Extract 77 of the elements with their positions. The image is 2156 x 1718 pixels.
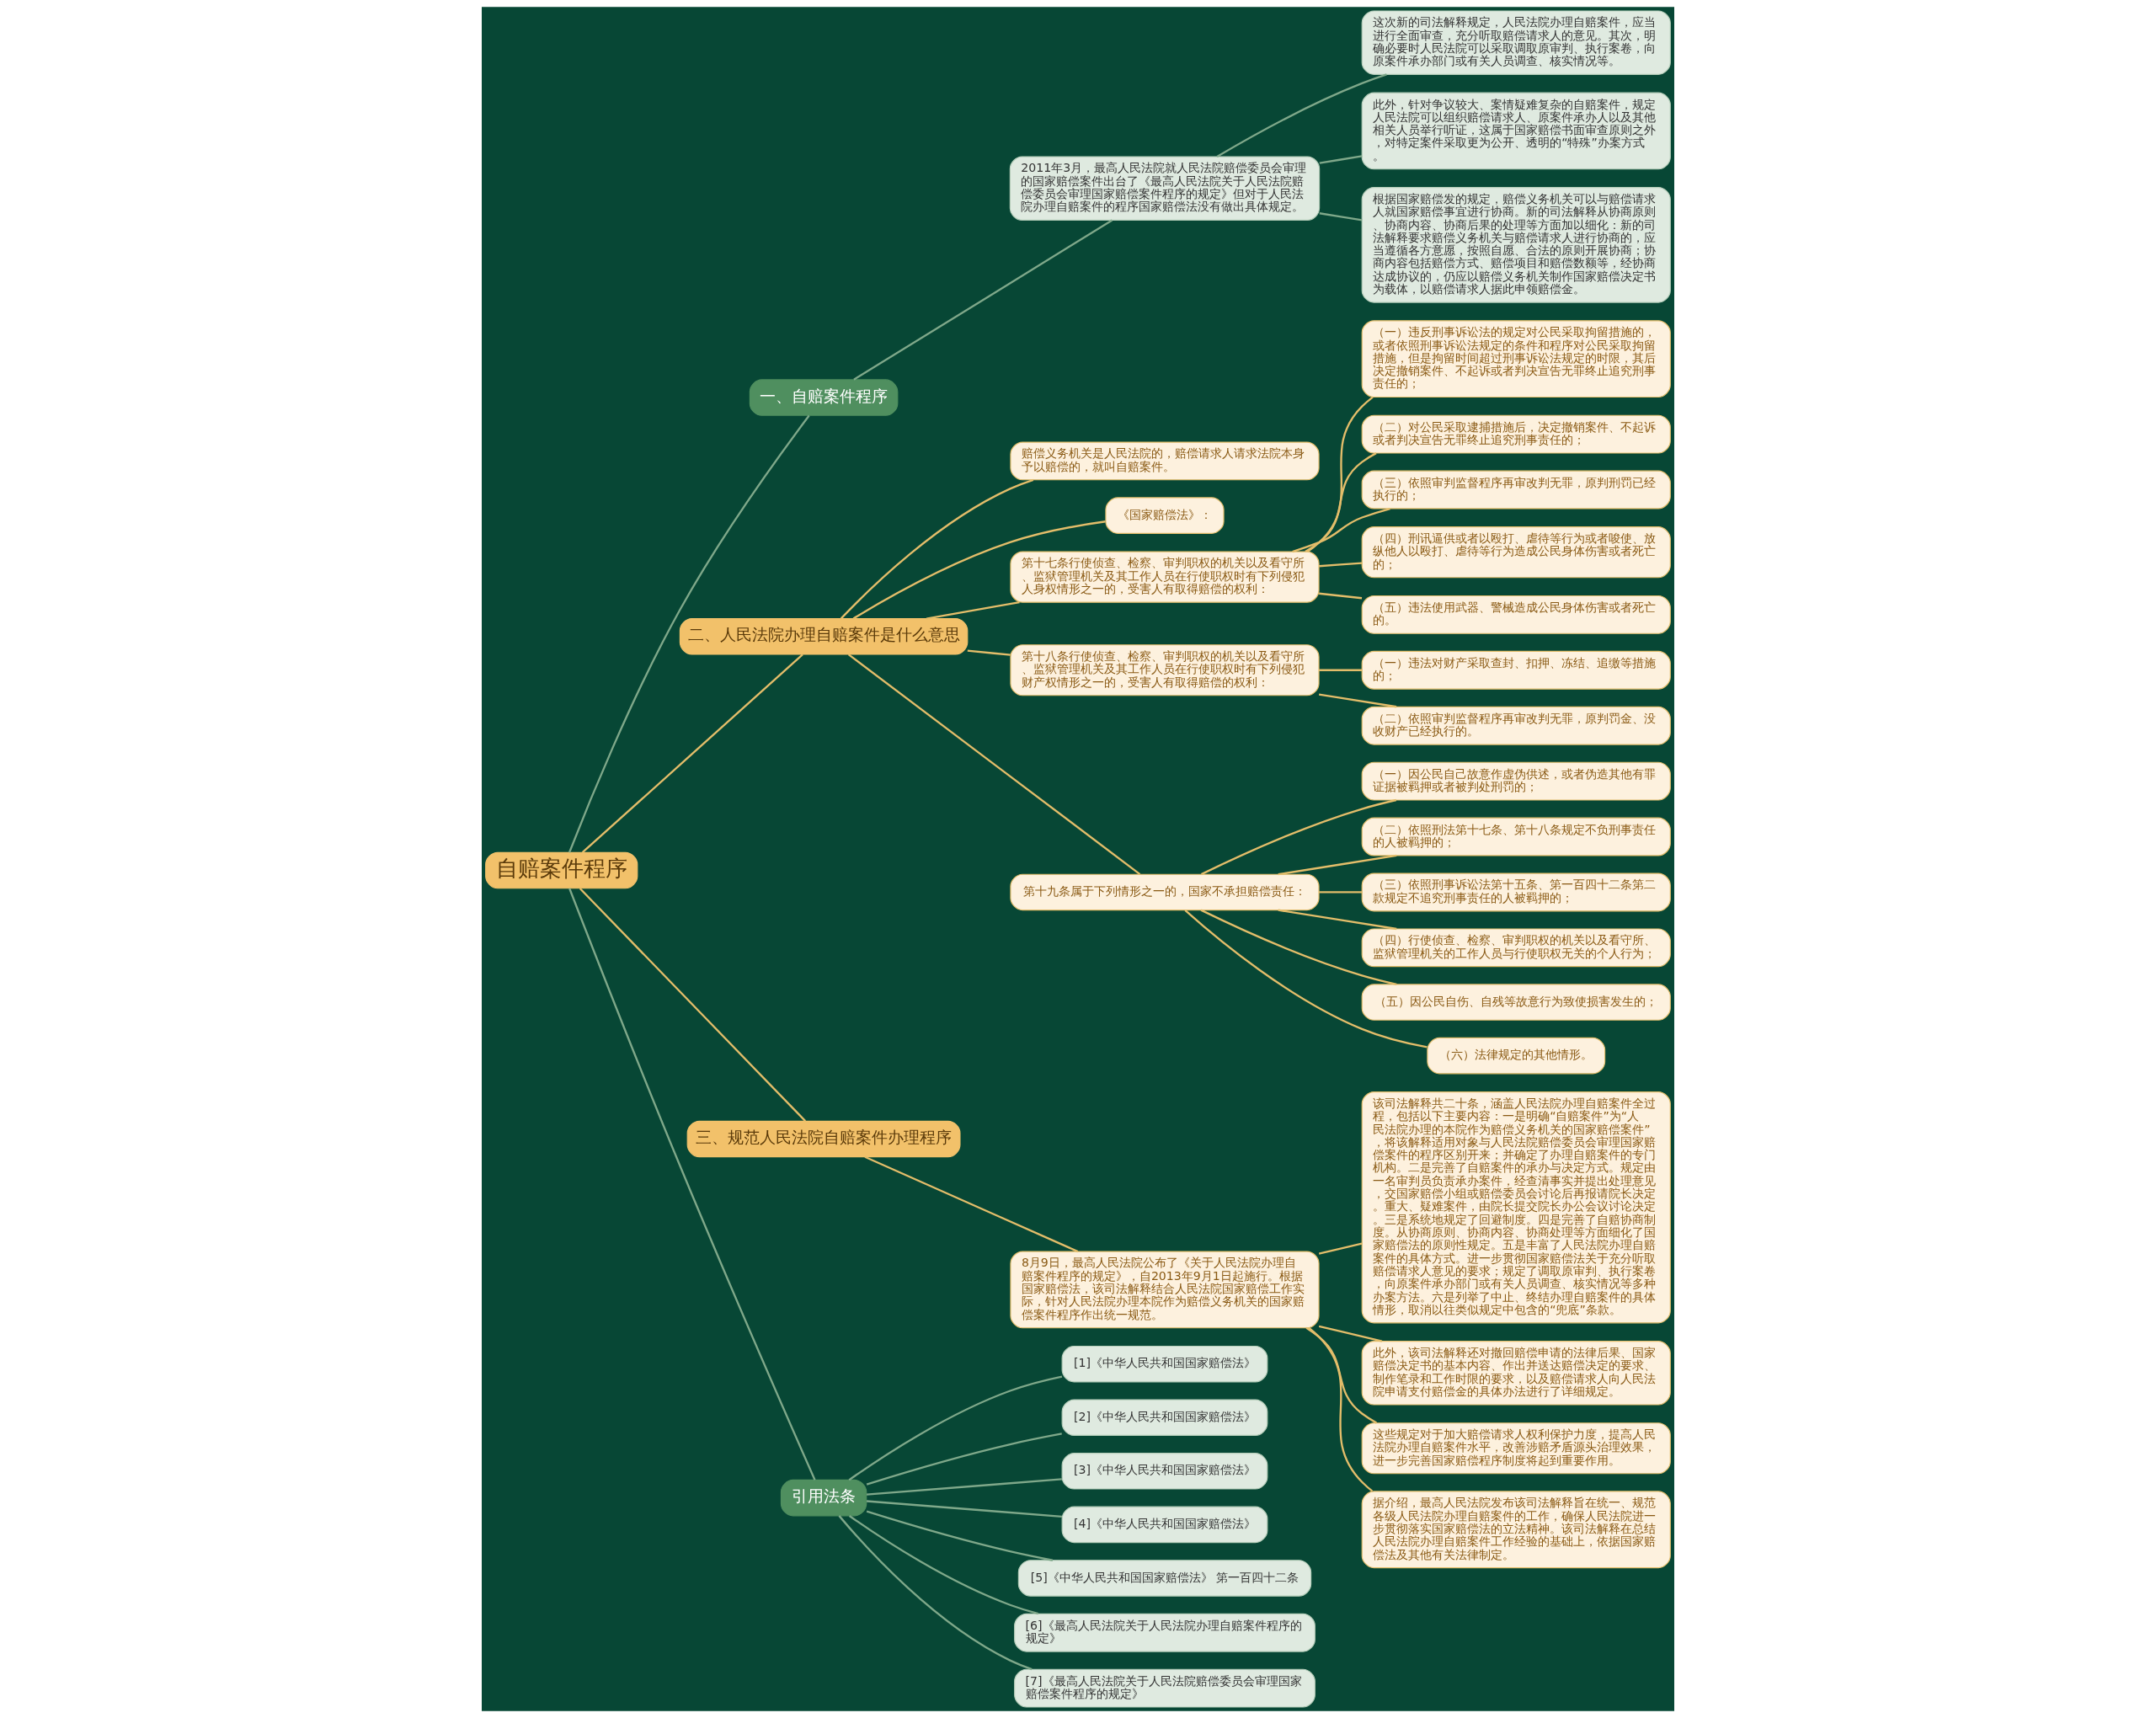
node-box: （六）法律规定的其他情形。 [1427, 1037, 1606, 1075]
node-box: 此外，针对争议较大、案情疑难复杂的自赔案件，规定人民法院可以组织赔偿请求人、原案件承办人以及其他相关人员举行听证，这属于国家赔偿书面审查原则之外，对特定案件采取更为公开、透明的“特殊”办案方式。 [1361, 92, 1671, 170]
connector [866, 1500, 1063, 1518]
connector [568, 414, 810, 853]
node-box: [7]《最高人民法院关于人民法院赔偿委员会审理国家赔偿案件程序的规定》 [1014, 1668, 1315, 1708]
connector [581, 654, 803, 854]
node-box: 自赔案件程序 [485, 851, 638, 889]
connector [1318, 1242, 1363, 1255]
node-box: 二、人民法院办理自赔案件是什么意思 [679, 617, 969, 655]
node-box: （二）依照刑法第十七条、第十八条规定不负刑事责任的人被羁押的； [1361, 817, 1671, 856]
node-box: （三）依照审判监督程序再审改判无罪，原判刑罚已经执行的； [1361, 470, 1671, 510]
node-box: 一、自赔案件程序 [749, 379, 899, 416]
node-box: （一）因公民自己故意作虚伪供述，或者伪造其他有罪证据被羁押或者被判处刑罚的； [1361, 761, 1671, 801]
node-box: 第十八条行使侦查、检察、审判职权的机关以及看守所、监狱管理机关及其工作人员在行使职权时有下列侵犯财产权情形之一的，受害人有取得赔偿的权利： [1010, 644, 1320, 696]
node-box: 第十九条属于下列情形之一的，国家不承担赔偿责任： [1010, 873, 1320, 911]
connector [848, 1515, 1039, 1615]
connector [1278, 854, 1397, 876]
connector [866, 1433, 1062, 1486]
node-box: （四）刑讯逼供或者以殴打、虐待等行为或者唆使、放纵他人以殴打、虐待等行为造成公民身体伤害或者死亡的； [1361, 526, 1671, 579]
connector [852, 520, 1106, 620]
connector [967, 649, 1011, 656]
connector [579, 888, 807, 1122]
node-box: [4]《中华人民共和国国家赔偿法》 [1061, 1506, 1268, 1544]
node-box: [1]《中华人民共和国国家赔偿法》 [1061, 1345, 1268, 1383]
connector [853, 219, 1113, 381]
connector [1201, 798, 1397, 876]
connector [926, 601, 1020, 620]
connector [840, 478, 1034, 620]
connector [1319, 155, 1363, 164]
connector [1308, 1327, 1374, 1492]
node-box: 赔偿义务机关是人民法院的，赔偿请求人请求法院本身予以赔偿的，就叫自赔案件。 [1010, 441, 1320, 481]
node-box: 引用法条 [780, 1479, 867, 1517]
connector [866, 1510, 1054, 1561]
connector [1216, 73, 1387, 158]
connector [1319, 669, 1362, 671]
connector [568, 888, 816, 1481]
node-box: 此外，该司法解释还对撤回赔偿申请的法律后果、国家赔偿决定书的基本内容、作出并送达赔偿决定的要求、制作笔录和工作时限的要求，以及赔偿请求人向人民法院申请支付赔偿金的具体办法进行了详细规定。 [1361, 1341, 1671, 1406]
node-box: 第十七条行使侦查、检察、审判职权的机关以及看守所、监狱管理机关及其工作人员在行使职权时有下列侵犯人身权情形之一的，受害人有取得赔偿的权利： [1010, 551, 1320, 603]
connector [1318, 693, 1397, 708]
node-box: 据介绍，最高人民法院发布该司法解释旨在统一、规范各级人民法院办理自赔案件的工作，确保人民法院进一步贯彻落实国家赔偿法的立法精神。该司法解释在总结人民法院办理自赔案件工作经验的基础上，依据国家赔偿法及其他有关法律制定。 [1361, 1491, 1671, 1569]
node-box: [6]《最高人民法院关于人民法院办理自赔案件程序的规定》 [1014, 1613, 1315, 1652]
node-box: 这次新的司法解释规定，人民法院办理自赔案件，应当进行全面审查，充分听取赔偿请求人的意见。其次，明确必要时人民法院可以采取调取原审判、执行案卷，向原案件承办部门或有关人员调查、核实情况等。 [1361, 10, 1671, 75]
node-box: （一）违法对财产采取查封、扣押、冻结、追缴等措施的； [1361, 650, 1671, 690]
connector [1319, 212, 1363, 221]
node-box: （二）依照审判监督程序再审改判无罪，原判罚金、没收财产已经执行的。 [1361, 706, 1671, 745]
connector [864, 1155, 1079, 1253]
node-box: 该司法解释共二十条，涵盖人民法院办理自赔案件全过程，包括以下主要内容：一是明确“自赔案件”为“人民法院办理的本院作为赔偿义务机关的国家赔偿案件”，将该解释适用对象与人民法院赔偿委员会审理国家赔偿案件的程序区别开来；并确定了办理自赔案件的专门机构。二是完善了自赔案件的承办与决定方式。规定由一名审判员负责承办案件，经查清事实并提出处理意见，交国家赔偿小组或赔偿委员会讨论后再报请院长决定。重大、疑难案件，由院长提交院长办公会议讨论决定。三是系统地规定了回避制度。四是完善了自赔协商制度。从协商原则、协商内容、协商处理等方面细化了国家赔偿法的原则性规定。五是丰富了人民法院办理自赔案件的具体方式。进一步贯彻国家赔偿法关于充分听取赔偿请求人意见的要求；规定了调取原审判、执行案卷，向原案件承办部门或有关人员调查、核实情况等多种办案方法。六是列举了中止、终结办理自赔案件的具体情形，取消以往类似规定中包含的“兜底”条款。 [1361, 1091, 1671, 1324]
node-box: 根据国家赔偿发的规定，赔偿义务机关可以与赔偿请求人就国家赔偿事宜进行协商。新的司法解释从协商原则、协商内容、协商后果的处理等方面加以细化：新的司法解释要求赔偿义务机关与赔偿请求人进行协商的，应当遵循各方意愿，按照自愿、合法的原则开展协商；协商内容包括赔偿方式、赔偿项目和赔偿数额等，经协商达成协议的，仍应以赔偿义务机关制作国家赔偿决定书为载体，以赔偿请求人据此申领赔偿金。 [1361, 186, 1671, 303]
connector [1319, 562, 1363, 568]
node-box: 2011年3月，最高人民法院就人民法院赔偿委员会审理的国家赔偿案件出台了《最高人民法院关于人民法院赔偿委员会审理国家赔偿案件程序的规定》但对于人民法院办理自赔案件的程序国家赔偿法没有做出具体规定。 [1009, 156, 1321, 221]
connector [1319, 592, 1363, 600]
connector [866, 1478, 1063, 1496]
connector [848, 1375, 1063, 1481]
node-box: 三、规范人民法院自赔案件办理程序 [686, 1120, 961, 1158]
connector [847, 654, 1141, 876]
node-box: [5]《中华人民共和国国家赔偿法》 第一百四十二条 [1017, 1560, 1312, 1597]
node-box: 《国家赔偿法》： [1105, 497, 1225, 534]
connector [838, 1515, 1033, 1671]
connector [1318, 1325, 1383, 1342]
connector [1292, 507, 1390, 553]
node-box: 这些规定对于加大赔偿请求人权利保护力度，提高人民法院办理自赔案件水平，改善涉赔矛盾源头治理效果，进一步完善国家赔偿程序制度将起到重要作用。 [1361, 1422, 1671, 1475]
node-box: [2]《中华人民共和国国家赔偿法》 [1061, 1399, 1268, 1437]
node-box: （五）因公民自伤、自残等故意行为致使损害发生的； [1361, 984, 1671, 1021]
node-box: （二）对公民采取逮捕措施后，决定撤销案件、不起诉或者判决宣告无罪终止追究刑事责任的； [1361, 414, 1671, 454]
node-box: （一）违反刑事诉讼法的规定对公民采取拘留措施的，或者依照刑事诉讼法规定的条件和程序对公民采取拘留措施，但是拘留时间超过刑事诉讼法规定的时限，其后决定撤销案件、不起诉或者判决宣告无罪终止追究刑事责任的； [1361, 320, 1671, 398]
node-box: （三）依照刑事诉讼法第十五条、第一百四十二条第二款规定不追究刑事责任的人被羁押的； [1361, 872, 1671, 912]
connector [1319, 891, 1362, 894]
node-box: （五）违法使用武器、警械造成公民身体伤害或者死亡的。 [1361, 595, 1671, 634]
connector [1184, 909, 1428, 1048]
node-box: （四）行使侦查、检察、审判职权的机关以及看守所、监狱管理机关的工作人员与行使职权无关的个人行为； [1361, 928, 1671, 968]
connector [1278, 909, 1397, 931]
connector [1200, 909, 1397, 985]
connector [1306, 396, 1374, 552]
connector [1305, 1326, 1378, 1424]
connector [1305, 452, 1377, 552]
node-box: 8月9日，最高人民法院公布了《关于人民法院办理自赔案件程序的规定》，自2013年9月1日起施行。根据国家赔偿法，该司法解释结合人民法院国家赔偿工作实际，针对人民法院办理本院作为赔偿义务机关的国家赔偿案件程序作出统一规范。 [1010, 1251, 1320, 1329]
node-box: [3]《中华人民共和国国家赔偿法》 [1061, 1453, 1268, 1490]
